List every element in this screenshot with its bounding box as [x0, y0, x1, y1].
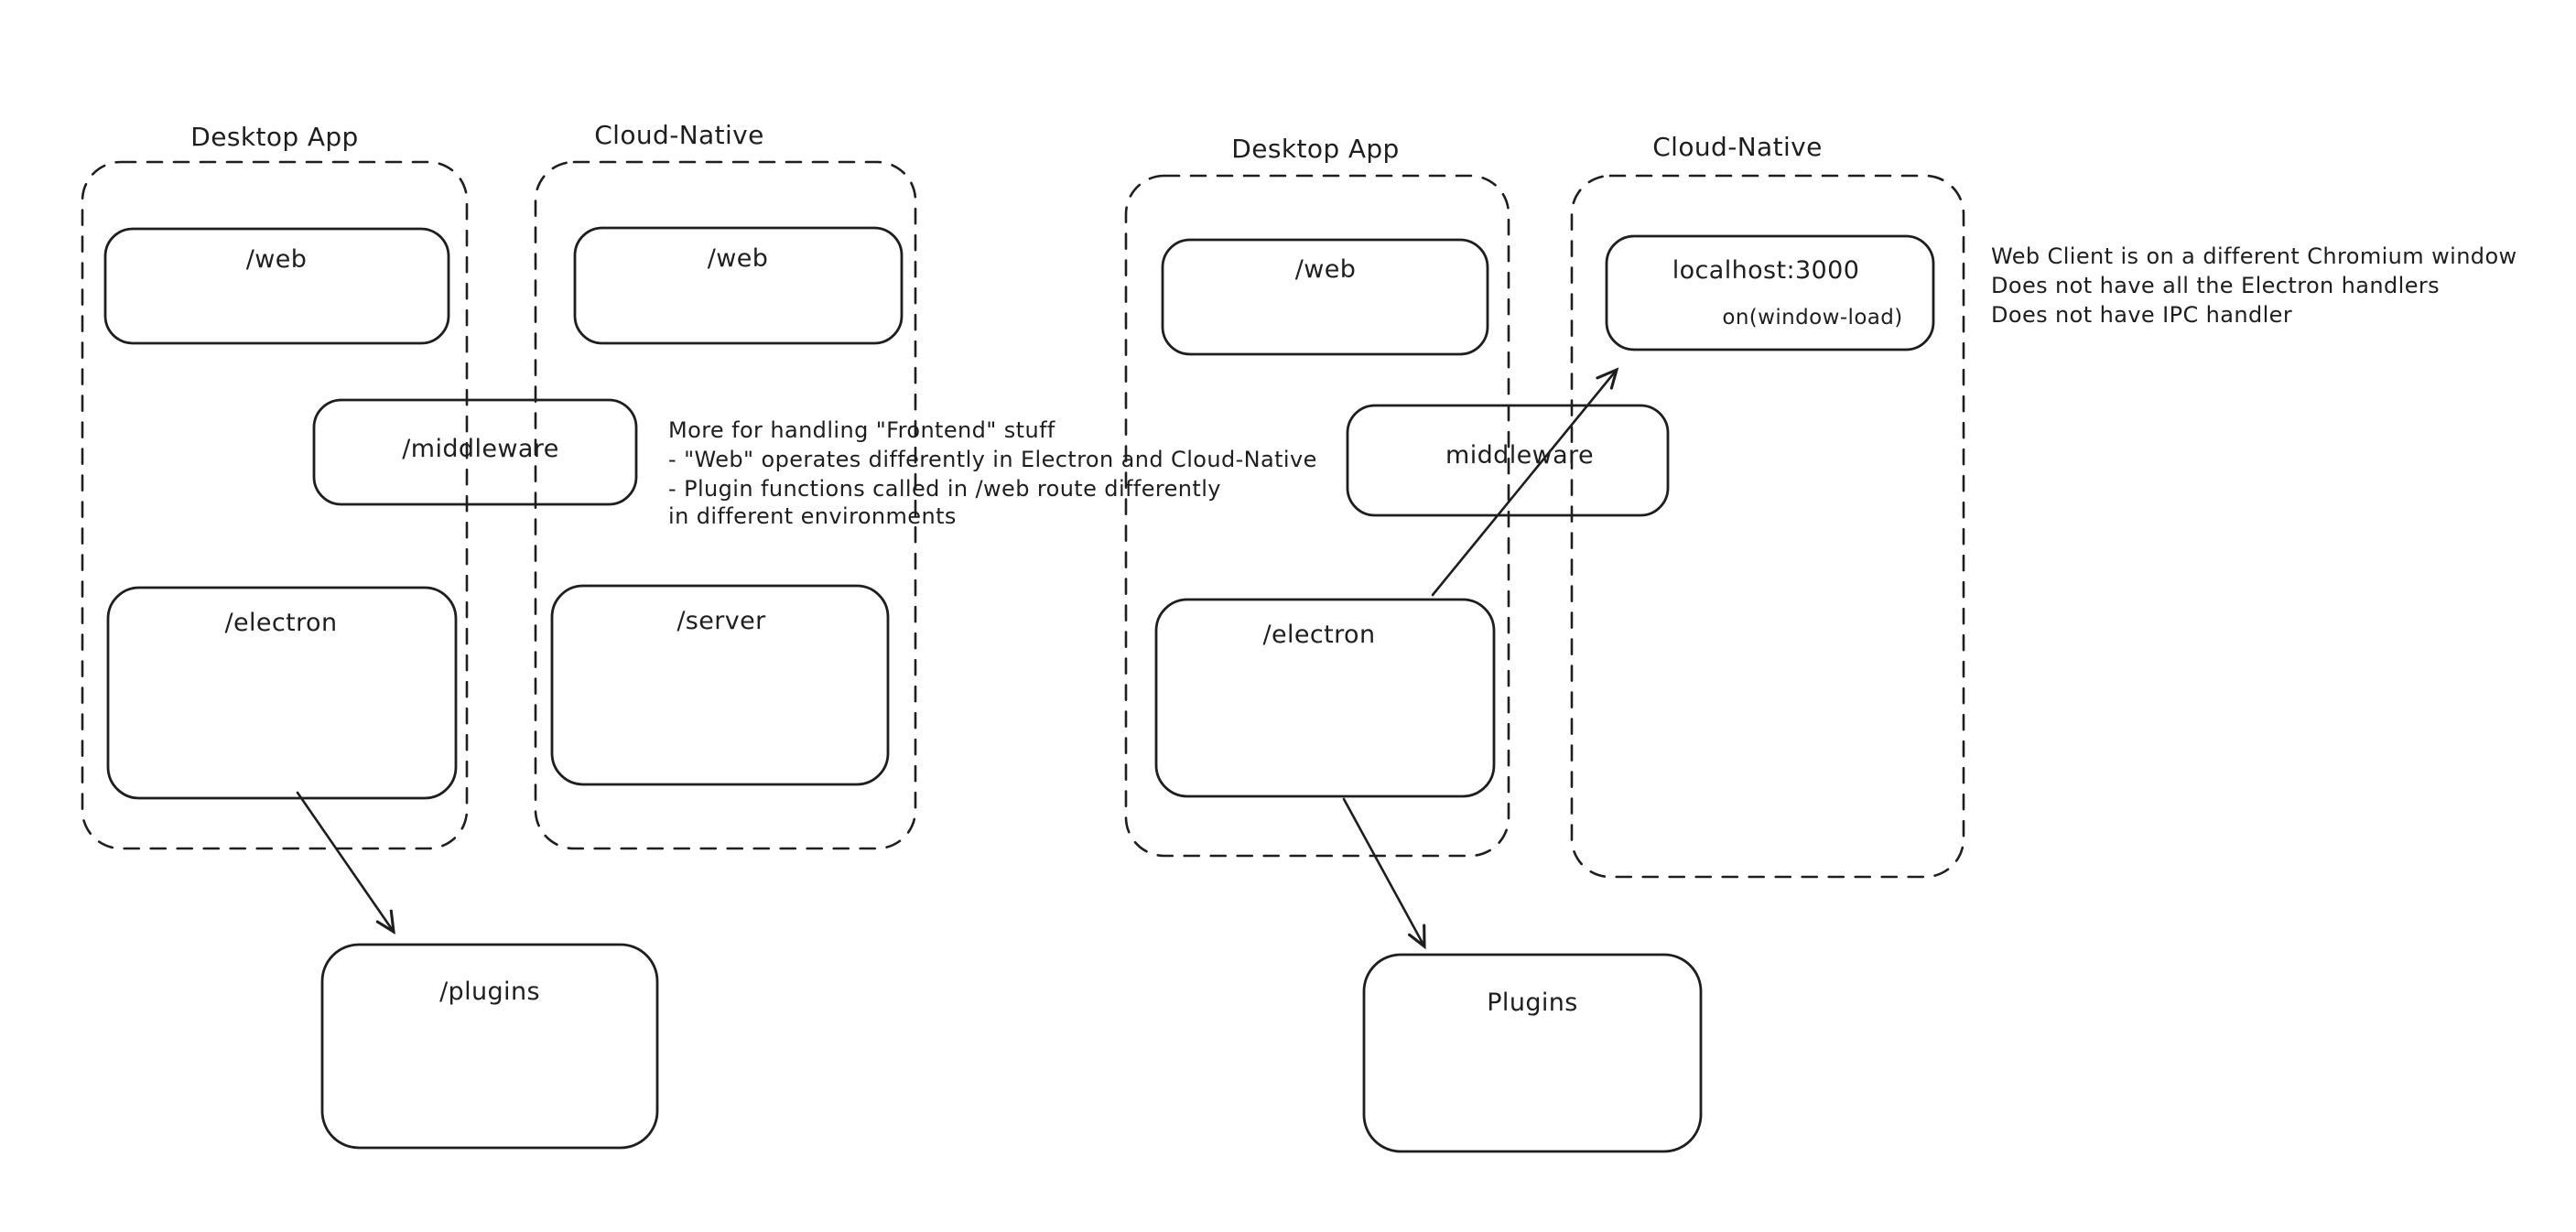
red-note-line-1: Web Client is on a different Chromium wi…	[1991, 243, 2517, 269]
right-localhost-box	[1605, 234, 1935, 351]
left-electron-to-plugins-arrow	[296, 791, 395, 935]
right-window-load-label: on(window-load)	[1722, 306, 1902, 330]
green-note-line-2: - "Web" operates differently in Electron…	[668, 447, 1317, 472]
right-middleware-box	[1346, 404, 1670, 517]
left-middleware-label: /middleware	[402, 435, 558, 463]
left-cloud-native-label: Cloud-Native	[594, 120, 764, 150]
right-electron-box	[1154, 598, 1496, 798]
right-electron-to-plugins-arrow	[1342, 797, 1426, 950]
right-cloud-native-label: Cloud-Native	[1652, 132, 1823, 162]
right-desktop-app-label: Desktop App	[1231, 134, 1399, 164]
left-diagram: Desktop App Cloud-Native /web /web /midd…	[81, 120, 1317, 1150]
right-electron-label: /electron	[1263, 621, 1376, 649]
left-electron-box	[106, 586, 458, 800]
left-server-label: /server	[676, 607, 766, 635]
red-note-line-3: Does not have IPC handler	[1991, 302, 2292, 328]
left-desktop-app-label: Desktop App	[190, 122, 358, 152]
right-localhost-label: localhost:3000	[1672, 256, 1860, 285]
right-plugins-label: Plugins	[1487, 989, 1578, 1017]
right-web-label: /web	[1295, 255, 1357, 284]
right-middleware-label: middleware	[1445, 441, 1594, 470]
left-middleware-box	[312, 398, 638, 506]
left-server-box	[550, 584, 890, 786]
left-web-desktop-label: /web	[246, 245, 308, 274]
right-red-note: Web Client is on a different Chromium wi…	[1991, 243, 2517, 328]
right-plugins-box	[1362, 953, 1703, 1153]
left-web-cloud-box	[573, 226, 904, 345]
green-note-line-3: - Plugin functions called in /web route …	[668, 476, 1221, 502]
right-diagram: Desktop App Cloud-Native /web localhost:…	[1124, 132, 2517, 1153]
green-note-line-1: More for handling "Frontend" stuff	[668, 417, 1055, 443]
left-web-desktop-box	[103, 227, 450, 345]
green-note-line-4: in different environments	[668, 503, 957, 529]
right-web-box	[1161, 238, 1489, 356]
left-plugins-box	[320, 943, 659, 1150]
right-electron-to-localhost-arrow	[1431, 367, 1619, 597]
left-plugins-label: /plugins	[439, 978, 540, 1006]
left-web-cloud-label: /web	[708, 244, 769, 273]
left-electron-label: /electron	[225, 609, 338, 637]
red-note-line-2: Does not have all the Electron handlers	[1991, 273, 2440, 298]
left-green-note: More for handling "Frontend" stuff - "We…	[668, 417, 1317, 529]
